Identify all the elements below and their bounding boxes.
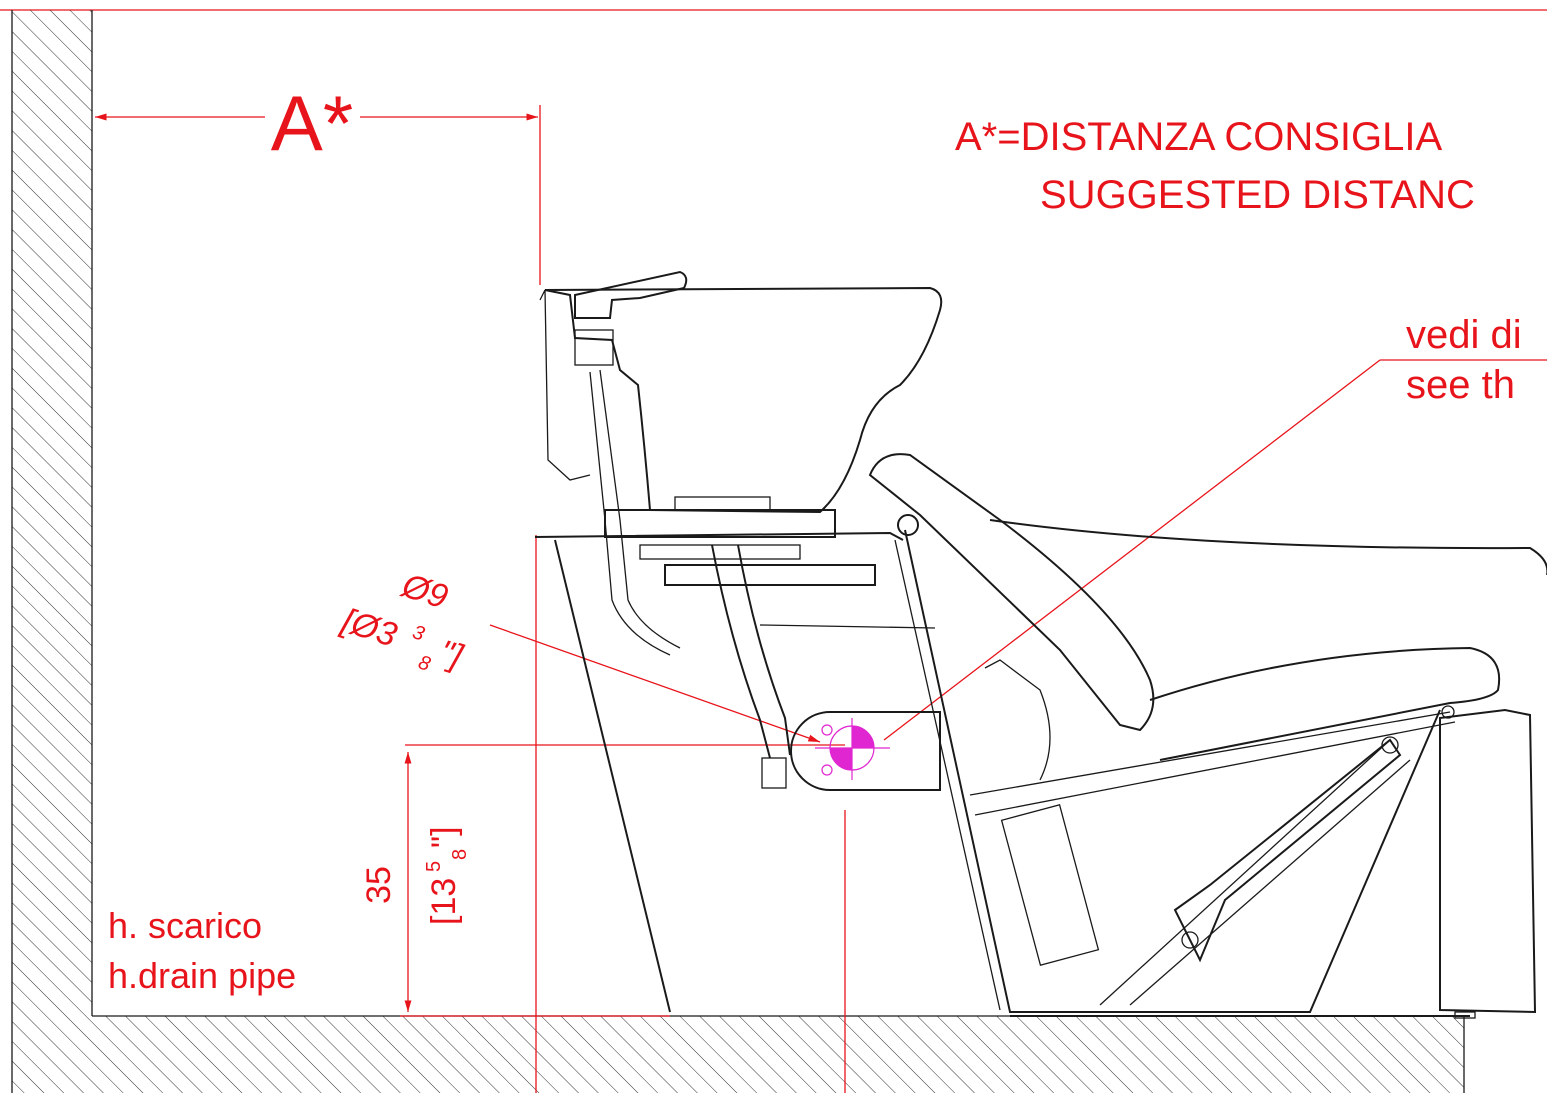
drain-label: h. scarico h.drain pipe [108,905,296,996]
detail-ref-line-2: see th [1406,363,1515,407]
pipe-diameter-den: 8 [416,652,433,676]
drain-height-imperial-suffix: "] [425,826,463,848]
chair [868,453,1547,1019]
drain-height-dimension: 35 [13 5 8 "] [360,535,846,1093]
pipe-diameter-metric: Ø9 [397,566,453,616]
dimension-a: A* [95,79,541,285]
detail-reference: vedi di see th [883,313,1547,741]
drain-height-imperial-prefix: [13 [425,878,463,925]
drain-pipe-symbol [790,711,941,791]
wall [11,10,93,1093]
pipe-diameter-imperial-suffix: "] [435,633,469,676]
distance-note: A*=DISTANZA CONSIGLIA SUGGESTED DISTANC [955,115,1475,217]
dimension-a-label: A* [271,79,353,167]
drain-height-den: 8 [449,849,471,860]
note-line-1: A*=DISTANZA CONSIGLIA [955,115,1442,159]
drain-label-line-2: h.drain pipe [108,955,296,996]
drain-height-metric: 35 [360,866,398,904]
washbasin-unit [534,270,943,1013]
detail-ref-line-1: vedi di [1406,313,1522,357]
drain-label-line-1: h. scarico [108,905,262,946]
pipe-diameter-imperial-prefix: [Ø3 [337,601,402,654]
note-line-2: SUGGESTED DISTANC [1040,173,1475,217]
drain-height-num: 5 [423,861,445,872]
pipe-diameter-num: 3 [410,621,427,645]
floor [92,1015,1465,1093]
